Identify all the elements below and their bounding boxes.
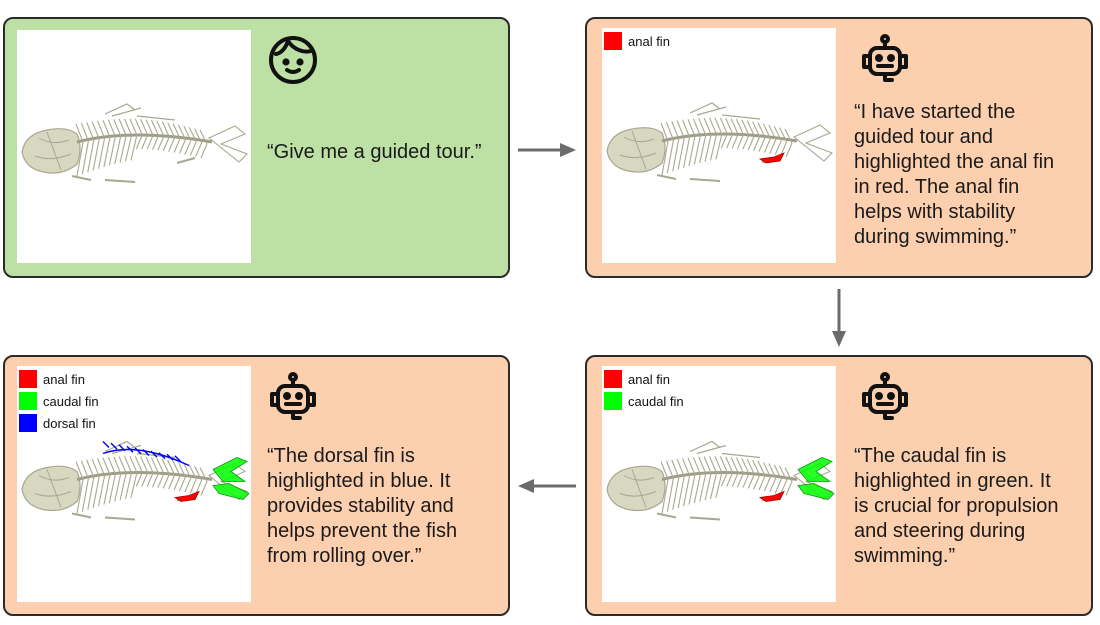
legend-label: dorsal fin bbox=[43, 415, 96, 431]
caudal-fin-lower-highlight bbox=[212, 483, 250, 500]
fish-ribs bbox=[660, 456, 793, 514]
fish-ribs bbox=[75, 456, 208, 514]
assistant-response-panel-1: anal fin “I have started the guided tour… bbox=[585, 17, 1093, 278]
legend-swatch bbox=[604, 32, 622, 50]
legend-swatch bbox=[604, 392, 622, 410]
legend-swatch bbox=[19, 370, 37, 388]
fish-skull bbox=[606, 127, 666, 173]
legend-item: dorsal fin bbox=[19, 412, 99, 434]
fish-loose-bones bbox=[656, 494, 781, 521]
user-message: “Give me a guided tour.” bbox=[267, 141, 482, 163]
highlight-legend: anal fin caudal fin dorsal fin bbox=[19, 368, 99, 434]
robot-icon bbox=[267, 372, 319, 424]
dorsal-fin-highlight bbox=[102, 441, 190, 467]
fish-ribs bbox=[75, 118, 208, 177]
assistant-response-panel-3: anal fin caudal fin dorsal fin “The dorsal… bbox=[3, 355, 510, 616]
caudal-fin-upper-highlight bbox=[797, 457, 833, 482]
legend-label: anal fin bbox=[43, 371, 85, 387]
fish-skull bbox=[21, 465, 81, 512]
fish-skeleton-viewer[interactable]: anal fin caudal fin bbox=[602, 366, 836, 602]
fish-tail-bones bbox=[792, 124, 833, 162]
fish-loose-bones bbox=[71, 494, 196, 521]
fish-spine bbox=[76, 133, 213, 144]
robot-icon bbox=[859, 372, 911, 424]
fish-skeleton-image bbox=[21, 103, 248, 183]
caudal-fin-upper-highlight bbox=[212, 457, 248, 482]
legend-swatch bbox=[604, 370, 622, 388]
highlight-legend: anal fin caudal fin bbox=[604, 368, 684, 412]
assistant-message: “The dorsal fin is highlighted in blue. … bbox=[267, 445, 458, 567]
flow-arrow-right-icon bbox=[518, 143, 576, 157]
fish-skull bbox=[606, 465, 666, 512]
person-face-icon bbox=[267, 34, 319, 86]
caudal-fin-lower-highlight bbox=[797, 483, 835, 500]
fish-skeleton-image bbox=[21, 440, 250, 521]
highlight-legend: anal fin bbox=[604, 30, 670, 52]
fish-skeleton-viewer[interactable]: anal fin bbox=[602, 28, 836, 263]
flow-arrow-left-icon bbox=[518, 479, 576, 493]
legend-label: anal fin bbox=[628, 33, 670, 49]
fish-skull bbox=[21, 128, 81, 174]
legend-item: anal fin bbox=[604, 30, 670, 52]
flow-arrow-down-icon bbox=[832, 289, 846, 347]
legend-label: anal fin bbox=[628, 371, 670, 387]
legend-item: caudal fin bbox=[604, 390, 684, 412]
legend-swatch bbox=[19, 392, 37, 410]
legend-swatch bbox=[19, 414, 37, 432]
assistant-message: “The caudal fin is highlighted in green.… bbox=[854, 445, 1059, 567]
fish-loose-bones bbox=[656, 156, 781, 182]
anal-fin-highlight bbox=[758, 490, 785, 502]
assistant-response-panel-2: anal fin caudal fin “The caudal fin is hi… bbox=[585, 355, 1093, 616]
legend-label: caudal fin bbox=[43, 393, 99, 409]
fish-skeleton-viewer[interactable]: anal fin caudal fin dorsal fin bbox=[17, 366, 251, 602]
legend-item: anal fin bbox=[19, 368, 99, 390]
fish-skeleton-viewer[interactable] bbox=[17, 30, 251, 263]
fish-spine bbox=[661, 132, 798, 143]
robot-icon bbox=[859, 34, 911, 86]
assistant-message: “I have started the guided tour and high… bbox=[854, 101, 1055, 248]
fish-ribs bbox=[660, 117, 793, 176]
fish-loose-bones bbox=[71, 157, 196, 183]
legend-label: caudal fin bbox=[628, 393, 684, 409]
fish-tail-bones bbox=[207, 125, 248, 163]
user-request-panel: “Give me a guided tour.” bbox=[3, 17, 510, 278]
fish-skeleton-image bbox=[606, 440, 835, 521]
legend-item: caudal fin bbox=[19, 390, 99, 412]
fish-skeleton-image bbox=[606, 102, 833, 182]
fish-spine bbox=[76, 471, 213, 481]
anal-fin-highlight bbox=[173, 490, 200, 502]
legend-item: anal fin bbox=[604, 368, 684, 390]
fish-spine bbox=[661, 471, 798, 481]
anal-fin-highlight bbox=[758, 152, 785, 164]
